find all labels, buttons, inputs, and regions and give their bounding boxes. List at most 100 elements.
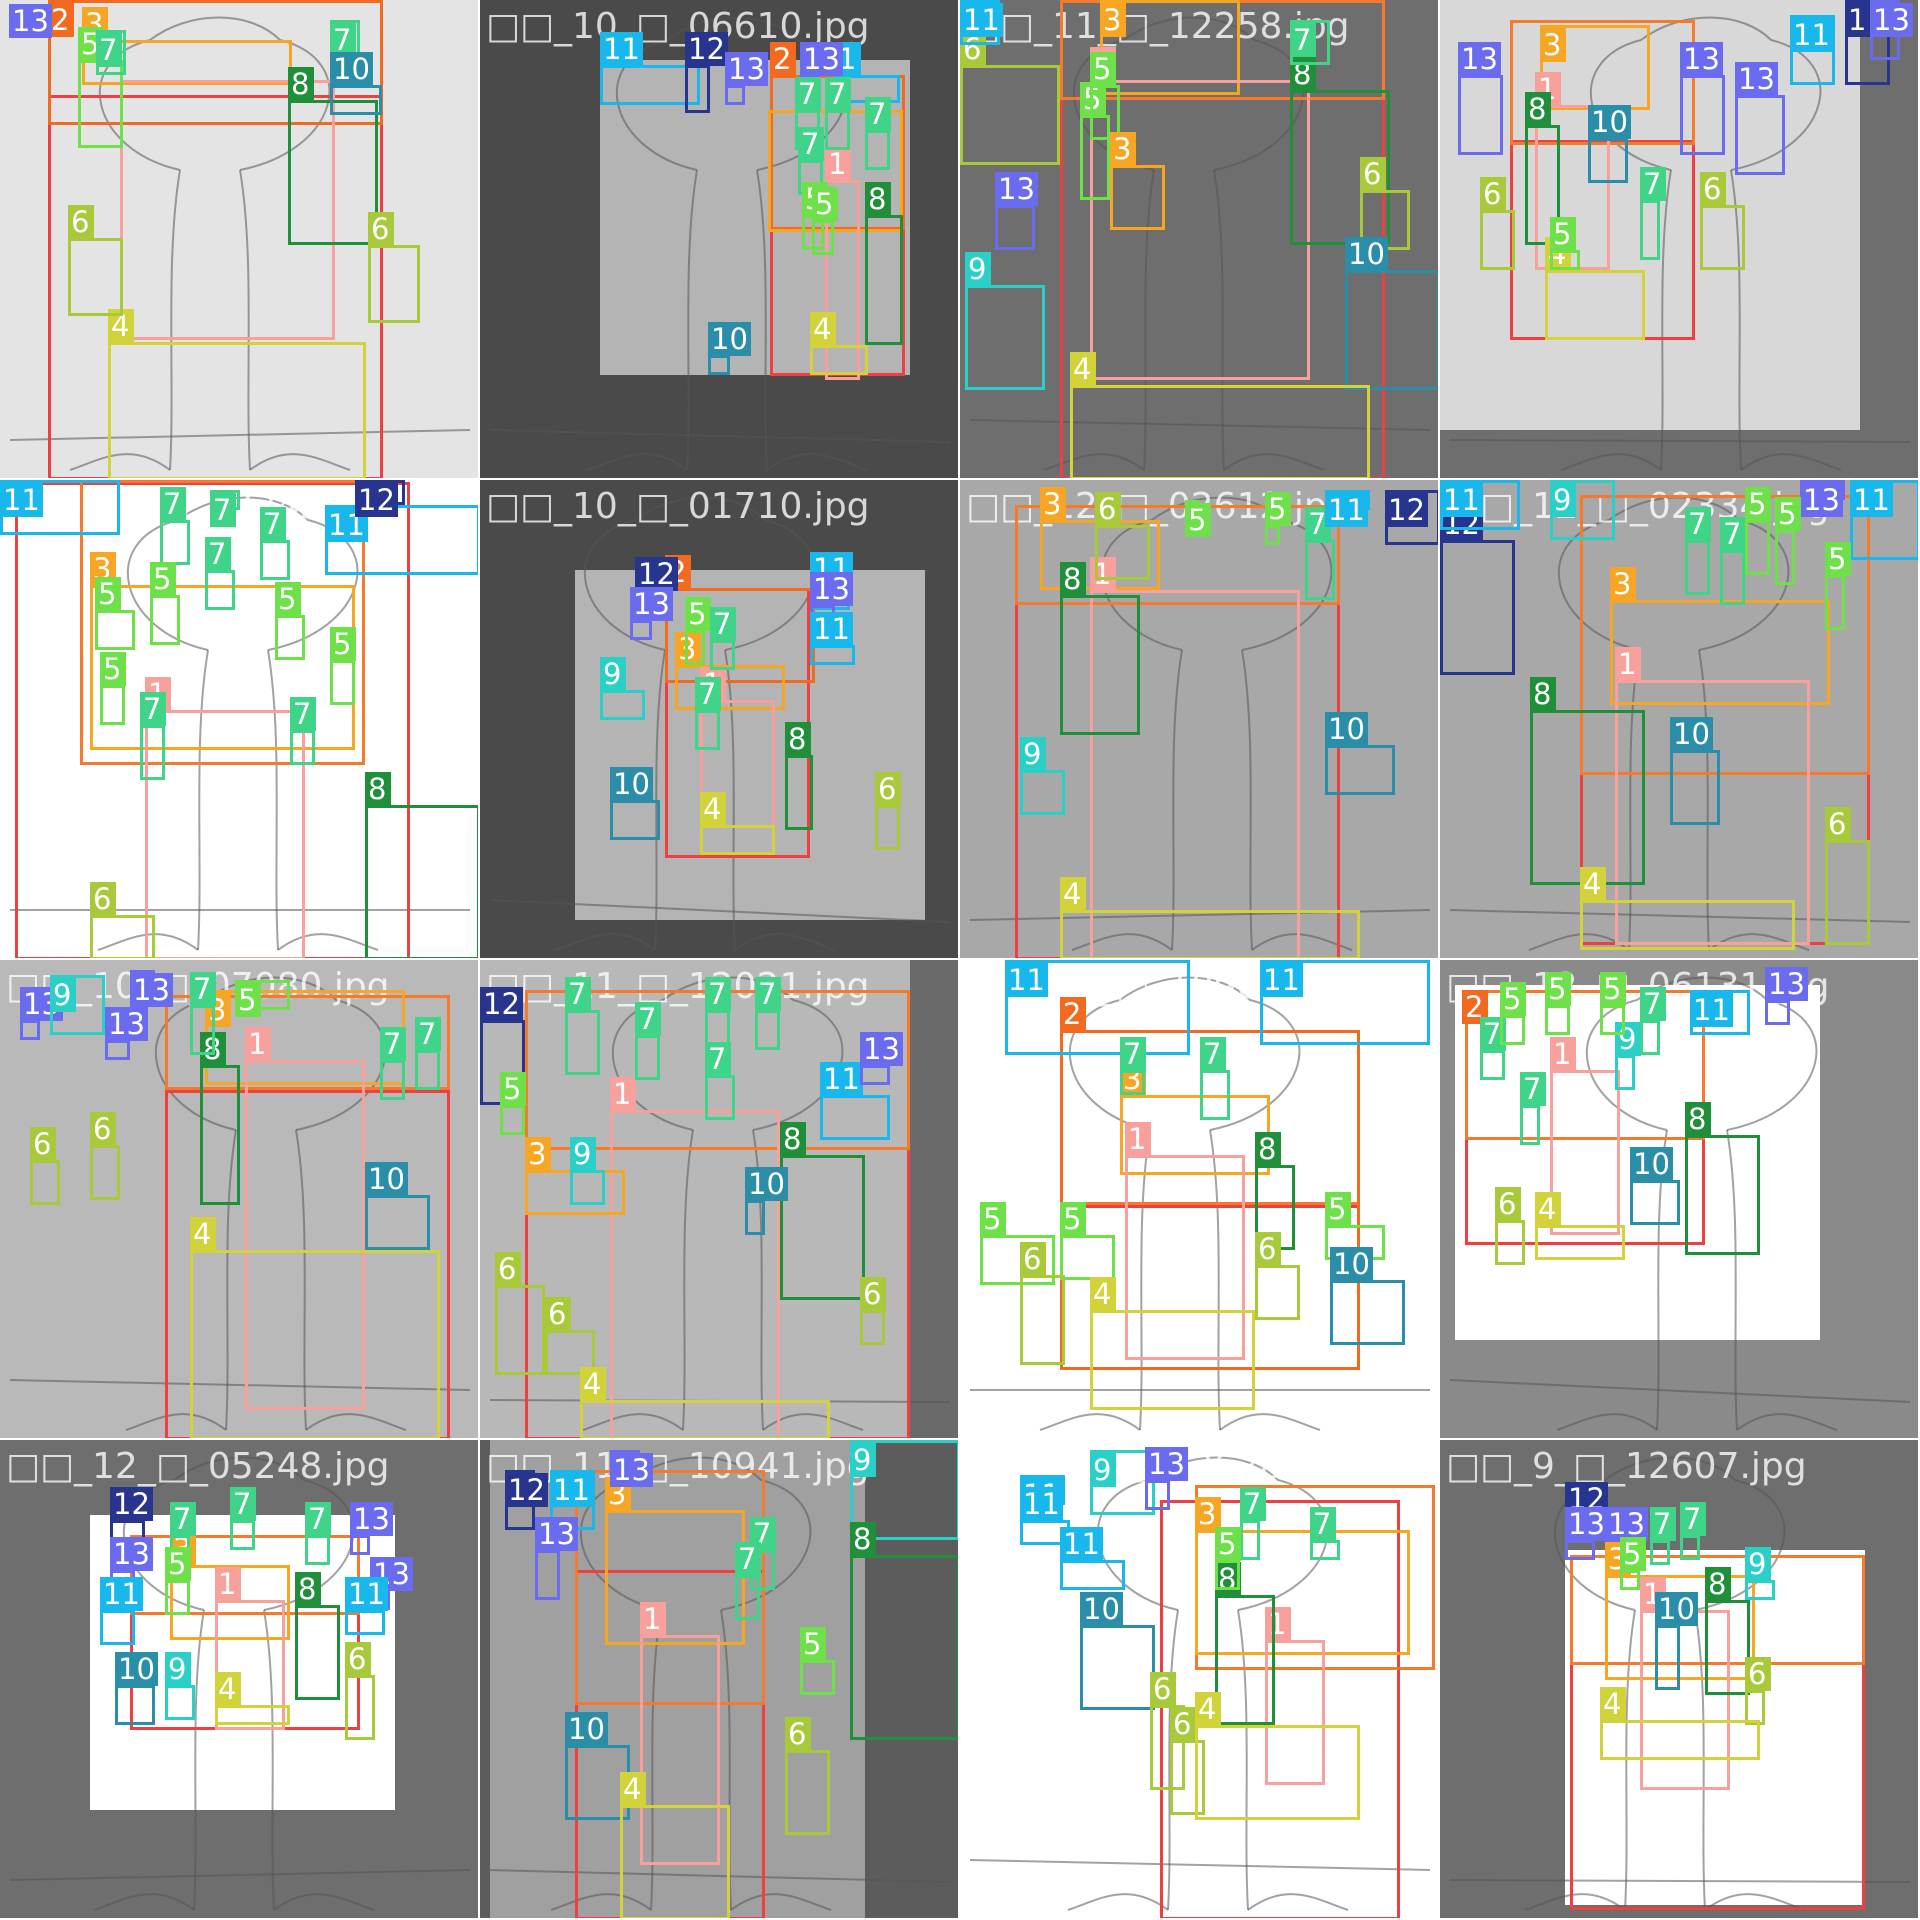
drawing-paper (575, 570, 925, 920)
sketch-stroke (554, 933, 656, 951)
sketch-stroke (550, 1893, 652, 1911)
class-label: 7 (795, 77, 821, 111)
class-label: 6 (1480, 177, 1506, 211)
bounding-box: 7 (795, 77, 821, 150)
bounding-box: 10 (1670, 717, 1720, 825)
bounding-box: 5 (275, 582, 305, 660)
sketch-stroke (1624, 1609, 1636, 1911)
class-label: 13 (1765, 967, 1808, 1001)
bounding-box: 10 (1588, 105, 1631, 183)
class-label: 13 (350, 1502, 393, 1536)
class-label: 10 (330, 52, 373, 86)
class-label: 6 (960, 32, 986, 66)
class-label: 4 (580, 1367, 606, 1401)
sketch-stroke (239, 169, 251, 471)
bounding-box: 7 (825, 77, 851, 150)
image-tile: □□_12_□_05248.jpg12131313318111110964777… (0, 1440, 480, 1920)
bounding-box: 4 (108, 309, 366, 478)
sketch-stroke (1704, 1893, 1806, 1911)
bounding-box (1465, 990, 1705, 1140)
bounding-box: 9 (1745, 1547, 1775, 1600)
sketch-stroke (1556, 1413, 1658, 1431)
class-label: 4 (700, 792, 726, 826)
bounding-box: 5 (1745, 487, 1771, 575)
bounding-box: 4 (700, 792, 775, 855)
bounding-box: 8 (1525, 92, 1560, 245)
bounding-box: 10 (565, 1712, 630, 1820)
sketch-stroke (1039, 1413, 1141, 1431)
class-label: 3 (1540, 28, 1566, 62)
class-label: 13 (610, 1453, 653, 1487)
bounding-box: 13 (1800, 480, 1845, 517)
bounding-box: 5 (500, 1072, 526, 1135)
class-label: 4 (1060, 877, 1086, 911)
sketch-stroke (1237, 1609, 1249, 1911)
tree-drawing (1449, 1456, 1911, 1911)
bounding-box: 6 (1095, 492, 1150, 580)
bounding-box: 13 (630, 587, 673, 640)
class-label: 5 (165, 1547, 191, 1581)
class-label: 12 (480, 987, 523, 1021)
sketch-stroke (295, 1129, 307, 1431)
class-label: 13 (1800, 483, 1843, 517)
bounding-box: 1 (1090, 47, 1310, 380)
bounding-box (120, 80, 335, 340)
bounding-box: 10 (1080, 1592, 1155, 1710)
bounding-box: 10 (1325, 712, 1395, 795)
bounding-box: 8 (1255, 1132, 1295, 1250)
bounding-box: 7 (190, 972, 216, 1055)
bounding-box: 1 (215, 1567, 285, 1730)
bounding-box: 7 (1310, 1507, 1340, 1560)
sketch-stroke (489, 1869, 951, 1883)
class-label: 1 (215, 1567, 241, 1601)
class-label: 9 (1020, 737, 1046, 771)
class-label: 11 (1260, 963, 1303, 997)
bounding-box: 9 (600, 657, 645, 720)
class-label: 13 (1680, 42, 1723, 76)
tree-drawing (489, 1456, 951, 1911)
bounding-box: 6 (1170, 1707, 1205, 1815)
sketch-stroke (756, 169, 768, 471)
bounding-box: 8 (1705, 1567, 1750, 1695)
class-label: 8 (780, 1122, 806, 1156)
bounding-box: 10 (1655, 1592, 1698, 1690)
class-label: 5 (1060, 1202, 1086, 1236)
bounding-box: 11 (0, 480, 120, 535)
sketch-stroke (762, 1413, 864, 1431)
sketch-stroke (586, 453, 688, 471)
bounding-box: 5 (1620, 1537, 1646, 1590)
class-label: 11 (1850, 483, 1893, 517)
class-label: 13 (1735, 62, 1778, 96)
bounding-box: 6 (1745, 1657, 1771, 1725)
bounding-box: 4 (620, 1772, 730, 1918)
bounding-box: 8 (365, 772, 478, 958)
bounding-box: 7 (205, 537, 235, 610)
bounding-box: 7 (1200, 1037, 1230, 1120)
tile-background (0, 480, 478, 958)
class-label: 13 (630, 587, 673, 621)
bounding-box: 7 (1680, 1502, 1706, 1560)
class-label: 12 (635, 557, 678, 591)
class-label: 7 (1120, 1037, 1146, 1071)
bounding-box: 12 (355, 480, 405, 517)
class-label: 1 (1615, 647, 1641, 681)
class-label: 6 (1825, 807, 1851, 841)
class-label: 12 (1385, 493, 1428, 527)
bounding-box: 11 (1325, 490, 1370, 527)
bounding-box: 6 (1360, 157, 1410, 250)
bounding-box: 1 (1125, 1122, 1245, 1360)
class-label: 13 (105, 1007, 148, 1041)
bounding-box: 5 (1500, 982, 1526, 1045)
bounding-box: 13 (535, 1517, 578, 1600)
sketch-stroke (1043, 453, 1145, 471)
bounding-box: 9 (965, 252, 1045, 390)
bounding-box: 7 (305, 1502, 331, 1565)
class-label: 5 (235, 983, 261, 1017)
bounding-box: 5 (95, 577, 135, 650)
class-label: 8 (1530, 677, 1556, 711)
bounding-box: 11 (1020, 1487, 1070, 1545)
class-label: 13 (1870, 3, 1913, 37)
class-label: 10 (1325, 712, 1368, 746)
bounding-box: 7 (415, 1017, 441, 1090)
